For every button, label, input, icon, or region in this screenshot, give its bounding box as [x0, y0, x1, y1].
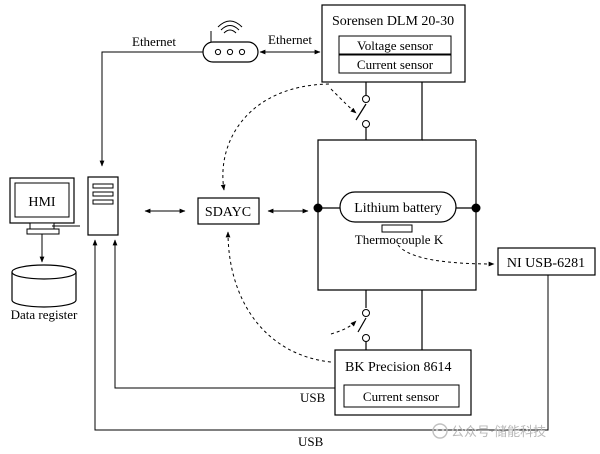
- ethernet-label-left: Ethernet: [132, 34, 176, 49]
- watermark: 公众号·储能科技: [432, 423, 546, 440]
- sdayc-controller: SDAYC: [197, 197, 260, 225]
- bk-precision-load: BK Precision 8614 Current sensor: [334, 349, 472, 416]
- sorensen-power-supply: Sorensen DLM 20-30 Voltage sensor Curren…: [321, 4, 466, 83]
- usb-label-ni: USB: [298, 434, 324, 449]
- battery-label: Lithium battery: [354, 201, 441, 216]
- lithium-battery: Lithium battery: [313, 191, 481, 223]
- data-register-icon: Data register: [11, 264, 78, 322]
- control-links: [220, 83, 495, 363]
- bk-title: BK Precision 8614: [345, 360, 452, 375]
- ethernet-label-right: Ethernet: [268, 32, 312, 47]
- voltage-sensor-label: Voltage sensor: [357, 38, 434, 53]
- sorensen-title: Sorensen DLM 20-30: [332, 14, 454, 29]
- sdayc-label: SDAYC: [205, 205, 251, 220]
- usb-label-bk: USB: [300, 390, 326, 405]
- watermark-text: 公众号·储能科技: [451, 425, 546, 440]
- usb-links: [92, 239, 549, 431]
- hmi-label: HMI: [28, 195, 56, 210]
- ni-usb-label: NI USB-6281: [507, 256, 585, 271]
- thermocouple-k: Thermocouple K: [355, 224, 444, 247]
- router-icon: [202, 20, 259, 63]
- power-circuit: [317, 82, 477, 350]
- thermocouple-label: Thermocouple K: [355, 232, 444, 247]
- data-register-label: Data register: [11, 307, 78, 322]
- ni-usb-daq: NI USB-6281: [497, 247, 596, 276]
- current-sensor-bottom-label: Current sensor: [363, 389, 440, 404]
- switch-contacts: [362, 95, 370, 342]
- ethernet-links: [99, 49, 321, 167]
- hmi-monitor-icon: HMI: [9, 177, 80, 263]
- computer-tower-icon: [87, 176, 119, 236]
- current-sensor-top-label: Current sensor: [357, 57, 434, 72]
